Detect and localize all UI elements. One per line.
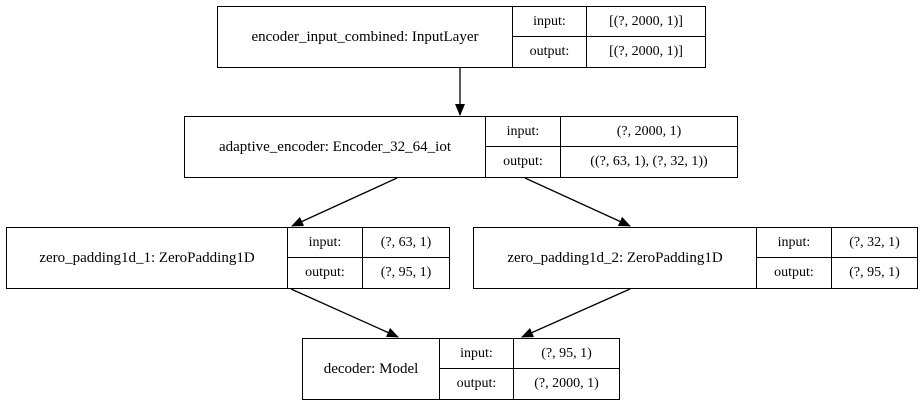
input-label: input:	[486, 117, 561, 147]
output-shape: (?, 95, 1)	[380, 265, 432, 280]
node-encoder-input-combined: encoder_input_combined: InputLayer input…	[217, 6, 706, 68]
edge-n2-to-n4	[524, 177, 631, 227]
edge-n4-to-n5	[521, 288, 631, 338]
node-decoder: decoder: Model input: (?, 95, 1) output:…	[302, 338, 620, 400]
input-shape: (?, 2000, 1)	[561, 117, 737, 147]
node-title: adaptive_encoder: Encoder_32_64_iot	[185, 117, 486, 177]
node-title: zero_padding1d_2: ZeroPadding1D	[474, 228, 757, 288]
input-shape: (?, 63, 1)	[363, 228, 449, 258]
node-title: zero_padding1d_1: ZeroPadding1D	[7, 228, 288, 288]
output-shape: ((?, 63, 1), (?, 32, 1))	[590, 154, 708, 169]
input-label: input:	[757, 228, 832, 258]
node-zero-padding1d-2: zero_padding1d_2: ZeroPadding1D input: (…	[473, 227, 918, 289]
input-shape: (?, 32, 1)	[832, 228, 917, 258]
edge-n2-to-n3	[291, 177, 398, 227]
input-label: input:	[288, 228, 363, 258]
input-shape: (?, 95, 1)	[514, 339, 619, 369]
edge-n3-to-n5	[290, 288, 399, 338]
node-title: decoder: Model	[303, 339, 440, 399]
output-label: output:	[440, 369, 514, 399]
node-adaptive-encoder: adaptive_encoder: Encoder_32_64_iot inpu…	[184, 116, 738, 178]
input-label: input:	[440, 339, 514, 369]
output-label: output:	[513, 37, 587, 67]
output-shape: [(?, 2000, 1)]	[609, 44, 683, 59]
output-shape: (?, 2000, 1)	[534, 376, 599, 391]
input-shape: [(?, 2000, 1)]	[587, 7, 705, 37]
node-zero-padding1d-1: zero_padding1d_1: ZeroPadding1D input: (…	[6, 227, 450, 289]
input-label: input:	[513, 7, 587, 37]
output-label: output:	[486, 147, 561, 177]
node-title: encoder_input_combined: InputLayer	[218, 7, 513, 67]
output-label: output:	[757, 258, 832, 288]
output-label: output:	[288, 258, 363, 288]
output-shape: (?, 95, 1)	[849, 265, 900, 280]
